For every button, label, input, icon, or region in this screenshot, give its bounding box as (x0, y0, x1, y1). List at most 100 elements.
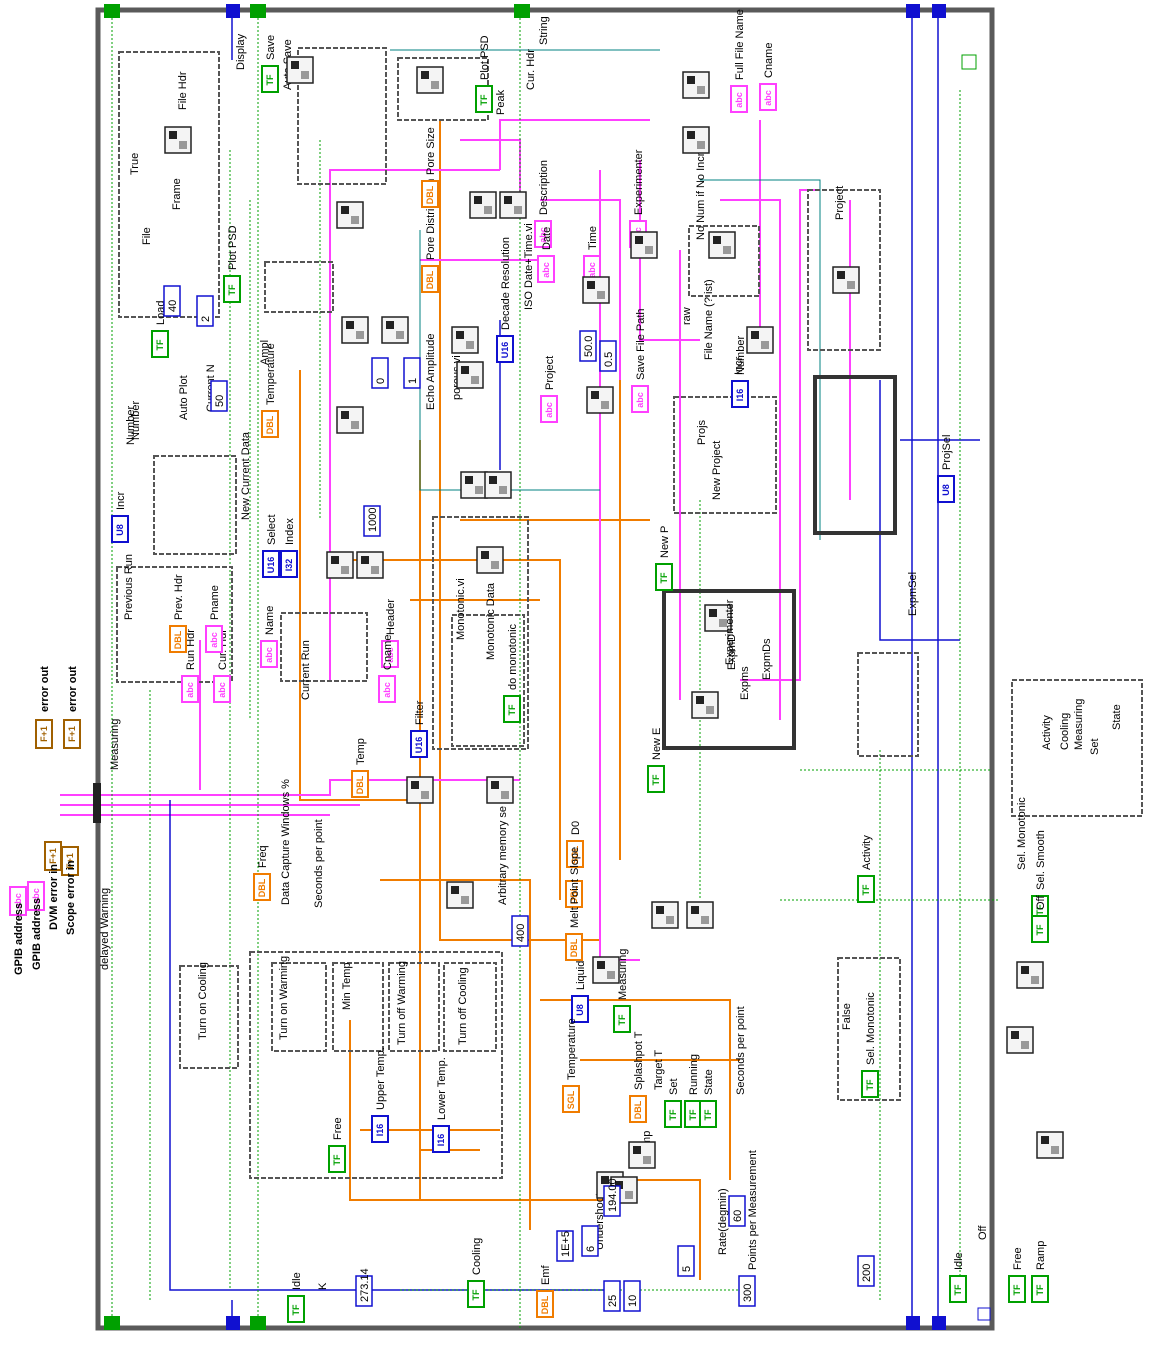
seconds-per-point-terminal[interactable]: Seconds per point (735, 1006, 747, 1095)
expmsel-terminal[interactable]: ExpmSel (907, 572, 919, 616)
type-tag: TF (668, 1109, 678, 1120)
monotonic-vi-terminal[interactable]: Monotonic.vi (455, 578, 467, 640)
string-terminal[interactable]: String (538, 16, 550, 45)
type-tag: TF (471, 1289, 481, 1300)
target-t-terminal[interactable]: Target T (653, 1050, 665, 1090)
numeric-constant-2: 2 (196, 295, 214, 327)
no-num-if-no-incr-terminal[interactable]: No Num if No Incr (695, 152, 707, 240)
new-current-data-terminal[interactable]: New Current Data (240, 431, 252, 520)
data-capture-windows-terminal[interactable]: Data Capture Windows % (280, 779, 292, 905)
points-per-measurement-terminal[interactable]: Points per Measurement (747, 1150, 759, 1270)
raw-terminal[interactable]: raw (681, 307, 693, 325)
rate-degmin-terminal[interactable]: Rate(degmin) (717, 1188, 729, 1255)
terminal-label: Prev. Hdr (173, 574, 185, 620)
file-name-ist-terminal[interactable]: File Name (? ist) (703, 279, 715, 360)
type-tag: TF (507, 704, 517, 715)
case-label-off: Off (977, 1225, 989, 1240)
terminal-label: Target T (653, 1050, 665, 1090)
number-terminal[interactable]: Number (130, 401, 142, 440)
k-terminal[interactable]: K (317, 1282, 329, 1290)
previous-run-terminal[interactable]: Previous Run (123, 554, 135, 620)
peak-terminal[interactable]: Peak (495, 89, 507, 115)
terminal-label: Index (284, 518, 296, 545)
auto-plot-terminal[interactable]: Auto Plot (178, 375, 190, 420)
echo-amplitude-terminal[interactable]: Echo Amplitude (425, 334, 437, 410)
ampl-terminal[interactable]: Ampl (259, 340, 271, 365)
iso-date-time-vi-terminal[interactable]: ISO Date+Time.vi (523, 223, 535, 310)
incr-terminal[interactable]: Incr (733, 356, 745, 375)
monotonic-data-terminal[interactable]: Monotonic Data (485, 582, 497, 660)
current-run-terminal[interactable]: Current Run (300, 640, 312, 700)
indicator-label: error out (67, 666, 79, 712)
type-tag: abc (541, 262, 551, 278)
arbitrary-memory-se-limit-terminal[interactable]: Arbitrary memory se limit (497, 783, 509, 905)
display-terminal[interactable]: Display (235, 33, 247, 70)
terminal-label: Full File Name (734, 9, 746, 80)
type-tag: TF (332, 1154, 342, 1165)
numeric-constant-60: 60 (728, 1195, 746, 1227)
seconds-per-point-terminal[interactable]: Seconds per point (313, 819, 325, 908)
cur-hdr-terminal[interactable]: Cur. Hdr (525, 49, 537, 90)
constant-value: 0 (375, 378, 387, 384)
